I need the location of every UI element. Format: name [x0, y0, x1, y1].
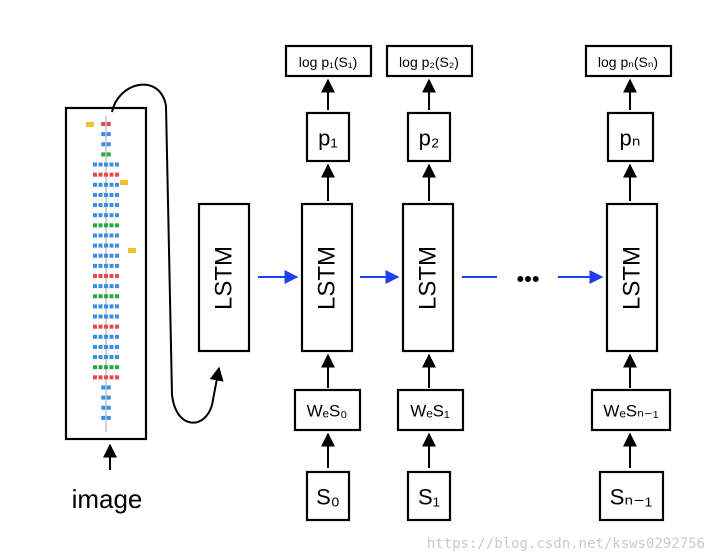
column-2: log p₂(S₂) p₂ LSTM WₑS₁ S₁: [385, 44, 474, 522]
column-1: log p₁(S₁) p₁ LSTM WₑS₀ S₀: [284, 44, 373, 522]
lstm-initial-label: LSTM: [211, 246, 238, 310]
token-label-1: S₀: [316, 485, 340, 510]
embed-label-2: WₑS₁: [410, 402, 450, 421]
prob-label-1: p₁: [318, 126, 338, 151]
watermark: https://blog.csdn.net/ksws0292756: [426, 536, 705, 552]
output-label-1: log p₁(S₁): [299, 54, 357, 70]
cnn-image-panel: [64, 106, 148, 441]
embed-label-n: WₑSₙ₋₁: [603, 402, 658, 421]
image-label: image: [72, 484, 143, 514]
lstm-label-2: LSTM: [415, 246, 442, 310]
lstm-label-n: LSTM: [619, 246, 646, 310]
ellipsis: •••: [516, 267, 539, 292]
embed-label-1: WₑS₀: [307, 402, 348, 421]
column-n: log pₙ(Sₙ) pₙ LSTM WₑSₙ₋₁ Sₙ₋₁: [584, 44, 673, 522]
output-label-2: log p₂(S₂): [399, 54, 459, 70]
image-to-lstm-curve: [111, 83, 224, 424]
lstm-label-1: LSTM: [314, 246, 341, 310]
token-label-2: S₁: [418, 485, 440, 510]
cnn-network-glyph: [86, 116, 136, 432]
token-label-n: Sₙ₋₁: [610, 485, 652, 510]
prob-label-n: pₙ: [619, 126, 640, 151]
lstm-initial: LSTM: [197, 202, 251, 353]
prob-label-2: p₂: [419, 126, 440, 151]
output-label-n: log pₙ(Sₙ): [598, 54, 658, 70]
